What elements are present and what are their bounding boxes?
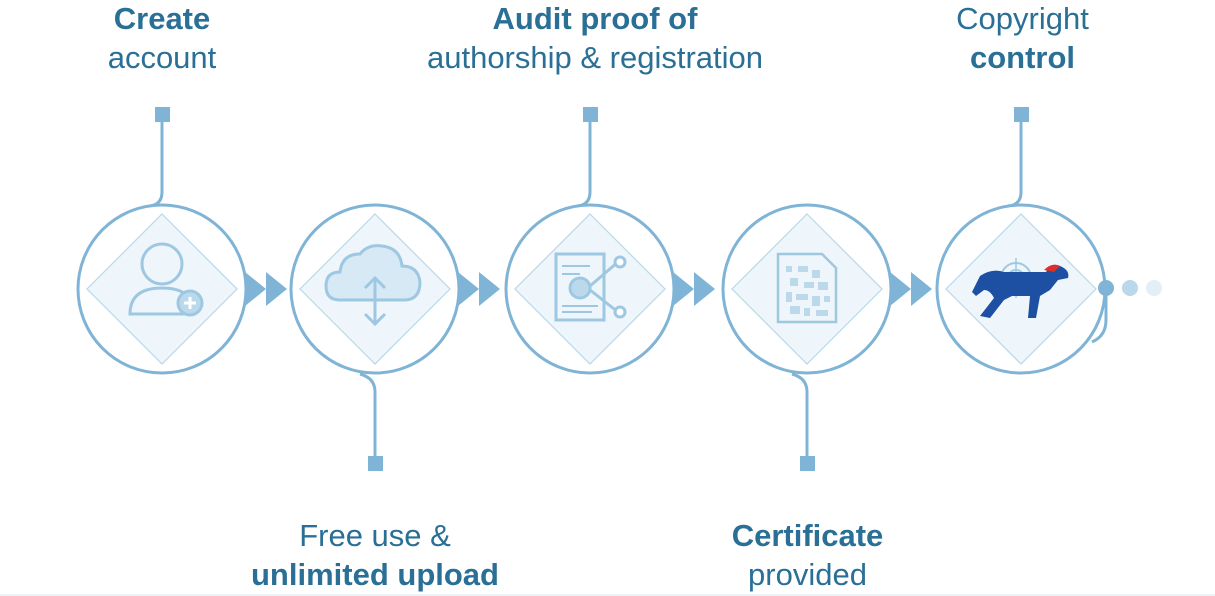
arrow-1 [245, 272, 287, 306]
document-share-icon [554, 252, 627, 322]
connector-copyright [1007, 122, 1023, 208]
continuation-dot-3 [1146, 280, 1162, 296]
stem-square-audit [583, 107, 598, 122]
continuation-dot-2 [1122, 280, 1138, 296]
step-subtitle: control [969, 40, 1076, 75]
step-label-create: Create account [62, 0, 262, 77]
step-label-upload: Free use & unlimited upload [205, 516, 545, 594]
stem-square-create [155, 107, 170, 122]
stem-square-upload [368, 456, 383, 471]
arrow-2 [458, 272, 500, 306]
step-subtitle: unlimited upload [251, 557, 499, 592]
user-add-icon [128, 242, 204, 317]
step-label-audit: Audit proof of authorship & registration [360, 0, 830, 77]
step-label-copyright: Copyright control [900, 0, 1145, 77]
step-title: Free use & [299, 518, 451, 553]
step-title: Create [113, 1, 211, 36]
stem-square-copyright [1014, 107, 1029, 122]
connector-upload [359, 372, 377, 462]
step-subtitle: account [107, 40, 217, 75]
bottom-divider [0, 594, 1215, 596]
arrow-3 [673, 272, 715, 306]
hound-target-icon [972, 258, 1069, 318]
step-subtitle: authorship & registration [426, 40, 764, 75]
connector-create [148, 122, 164, 208]
connector-certificate [791, 372, 809, 462]
step-subtitle: provided [748, 557, 867, 592]
stem-square-certificate [800, 456, 815, 471]
connector-audit [576, 122, 592, 208]
step-title: Copyright [956, 1, 1089, 36]
cloud-upload-icon [324, 244, 422, 327]
certificate-document-icon [776, 252, 838, 324]
step-title: Certificate [731, 518, 884, 553]
step-label-certificate: Certificate provided [680, 516, 935, 594]
step-title: Audit proof of [492, 1, 698, 36]
arrow-4 [890, 272, 932, 306]
